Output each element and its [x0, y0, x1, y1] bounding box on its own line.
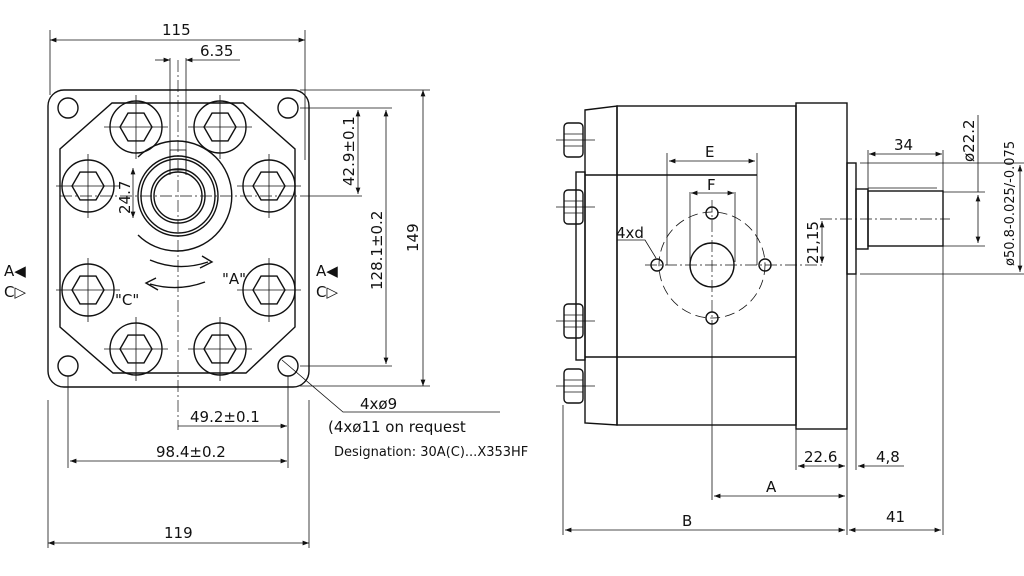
- bolt-head: [104, 317, 168, 381]
- dim-flange-thickness: 22.6: [804, 448, 837, 466]
- nut: [556, 122, 595, 158]
- rotation-c-label: "C": [115, 291, 139, 309]
- pilot-collar: [846, 162, 857, 275]
- hole-note: 4xø9: [360, 395, 397, 413]
- bolt-head: [237, 258, 301, 322]
- dim-width-bottom: 119: [164, 524, 193, 542]
- side-port: [645, 200, 822, 330]
- front-flange: [795, 102, 848, 430]
- bolt-head: [188, 317, 252, 381]
- dim-hole-spacing-vertical: 128.1±0.2: [368, 211, 386, 290]
- nut: [556, 368, 595, 404]
- bolt-head: [237, 154, 301, 218]
- nut: [556, 303, 595, 339]
- bolt-head: [56, 154, 120, 218]
- dim-b: B: [682, 512, 692, 530]
- dim-height: 149: [404, 223, 422, 252]
- hole-note-alt: (4xø11 on request: [328, 418, 466, 436]
- rear-plate: [575, 171, 586, 361]
- rear-nuts: [556, 122, 595, 404]
- bolt-head: [188, 95, 252, 159]
- port-a-label-right: A◀: [316, 262, 338, 280]
- dim-f: F: [707, 176, 716, 194]
- dim-e: E: [705, 143, 714, 161]
- mounting-flange: [47, 89, 310, 388]
- dim-shaft-total: 41: [886, 508, 905, 526]
- rotation-a-label: "A": [222, 270, 246, 288]
- dim-center-height: 42.9±0.1: [340, 116, 358, 186]
- dim-port-offset: 21,15: [804, 221, 822, 264]
- front-view: "A" "C" A◀ C▷ A◀ C▷ 115 6.35 24.7: [4, 21, 528, 548]
- port-c-label-left: C▷: [4, 283, 26, 301]
- dim-key-width: 6.35: [200, 42, 233, 60]
- rear-cover: [584, 105, 618, 426]
- dim-half-spacing: 49.2±0.1: [190, 408, 260, 426]
- port-c-label-right: C▷: [316, 283, 338, 301]
- port-a-label-left: A◀: [4, 262, 26, 280]
- bolt-head: [56, 258, 120, 322]
- bolt-heads: [56, 95, 301, 381]
- dim-pilot-length: 4,8: [876, 448, 900, 466]
- drive-shaft: [867, 190, 944, 247]
- dim-a: A: [766, 478, 777, 496]
- designation: Designation: 30A(C)...X353HF: [334, 445, 528, 460]
- dim-width-top: 115: [162, 21, 191, 39]
- dim-shaft-diameter: ø22.2: [960, 119, 978, 162]
- dim-holes: 4xd: [616, 224, 644, 242]
- rotation-arrows: [144, 255, 214, 291]
- side-view: E F 4xd 21,15 34 ø22.2 ø50.8-0.025/-0.07…: [556, 102, 1024, 535]
- bolt-head: [104, 95, 168, 159]
- pump-body-outline: [59, 102, 296, 374]
- dim-key-height: 24.7: [116, 181, 134, 214]
- dim-shaft-length: 34: [894, 136, 913, 154]
- dim-hole-spacing-horizontal: 98.4±0.2: [156, 443, 226, 461]
- nut: [556, 189, 595, 225]
- dim-pilot-diameter: ø50.8-0.025/-0.075: [1003, 141, 1018, 266]
